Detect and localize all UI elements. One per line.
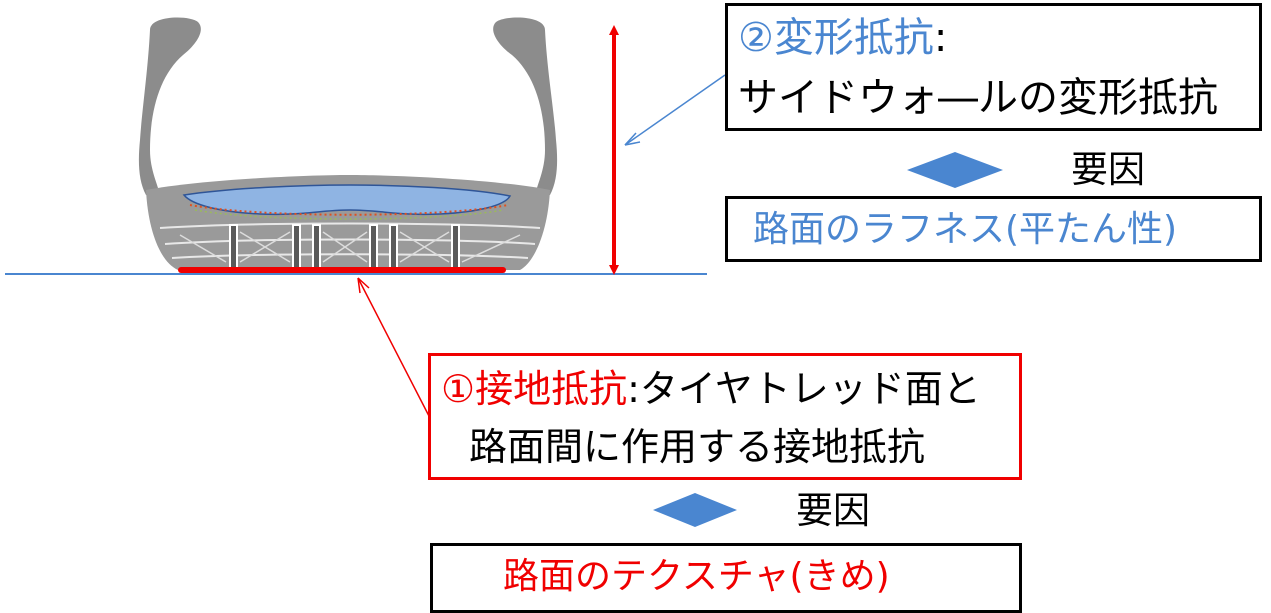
title-number: ② xyxy=(738,15,774,61)
double-headed-arrow-icon xyxy=(907,152,1003,188)
texture-cause-text: 路面のテクスチャ(きめ) xyxy=(503,556,890,597)
pointer-to-contact-patch xyxy=(357,277,431,419)
title-colon: : xyxy=(627,367,640,411)
contact-resistance-line2: 路面間に作用する接地抵抗 xyxy=(469,425,926,469)
sidewall-resistance-title: ②変形抵抗: xyxy=(738,18,947,58)
sidewall-resistance-desc: サイドウォ―ルの変形抵抗 xyxy=(738,75,1218,121)
roughness-cause-box: 路面のラフネス(平たん性) xyxy=(725,196,1262,262)
factor-label: 要因 xyxy=(1071,148,1145,191)
title-text: 変形抵抗 xyxy=(773,15,934,61)
title-number: ① xyxy=(441,367,476,411)
contact-resistance-line1: ①接地抵抗:タイヤトレッド面と xyxy=(441,370,981,408)
contact-resistance-box: ①接地抵抗:タイヤトレッド面と 路面間に作用する接地抵抗 xyxy=(428,353,1022,480)
roughness-cause-text: 路面のラフネス(平たん性) xyxy=(753,209,1178,250)
desc-line1: タイヤトレッド面と xyxy=(639,367,981,411)
double-headed-arrow-icon xyxy=(653,493,737,527)
pointer-to-sidewall xyxy=(624,74,726,146)
title-colon: : xyxy=(933,15,948,61)
factor-label: 要因 xyxy=(796,489,870,532)
tire-cross-section-icon xyxy=(138,17,558,270)
texture-cause-box: 路面のテクスチャ(きめ) xyxy=(430,543,1022,613)
title-text: 接地抵抗 xyxy=(475,367,628,411)
sidewall-resistance-box: ②変形抵抗: サイドウォ―ルの変形抵抗 xyxy=(725,3,1262,131)
